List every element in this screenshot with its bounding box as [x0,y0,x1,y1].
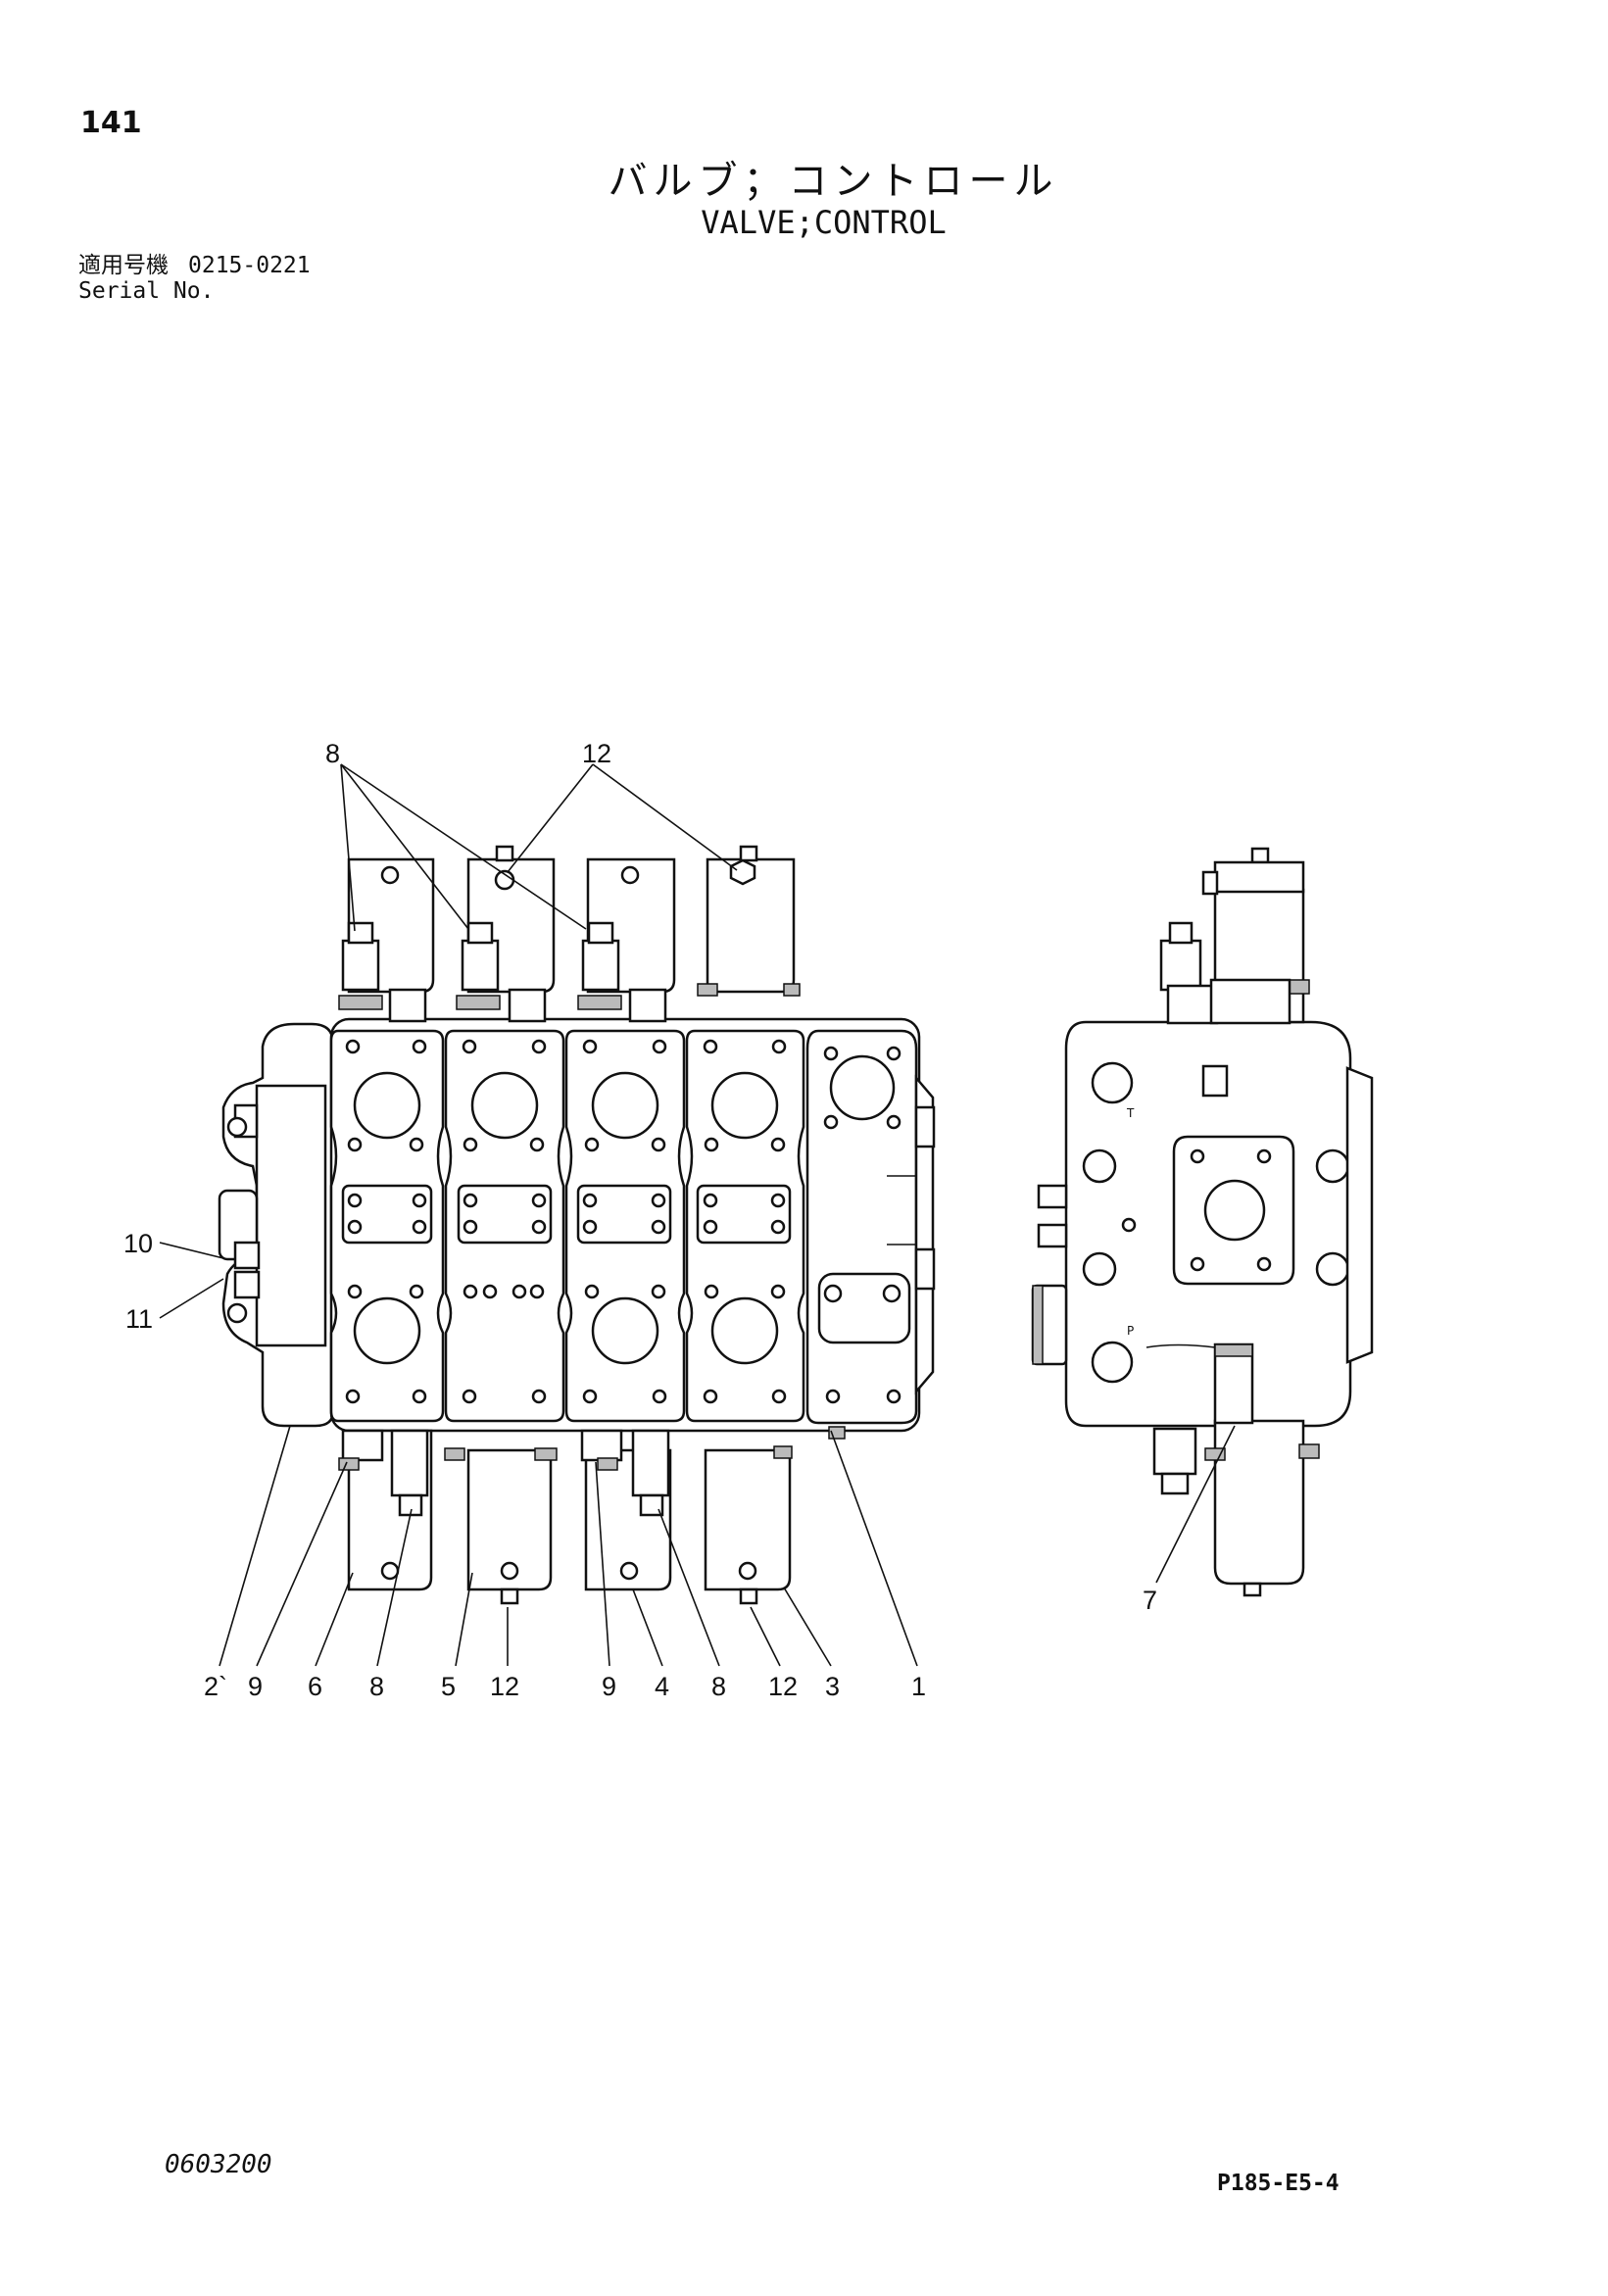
inlet-plug-11 [233,1270,261,1299]
bottom-pilot-caps [338,1426,846,1605]
callout-5: 5 [441,1672,456,1701]
title-japanese: バルブ；コントロール [608,159,1059,204]
callout-1: 1 [911,1672,926,1701]
page-number: 141 [80,106,142,140]
callout-11: 11 [125,1304,153,1334]
callout-10: 10 [123,1229,153,1258]
serial-block: 適用号機 0215-0221 Serial No. [78,253,311,304]
serial-label-japanese: 適用号機 [78,253,169,278]
front-view [218,845,936,1605]
serial-label-english: Serial No. [78,278,215,304]
callout-9b: 9 [602,1672,616,1701]
inlet-bolt-hole [226,1116,248,1138]
inlet-body-inner [255,1084,327,1347]
spool-section-4 [685,1029,805,1423]
callout-2: 2` [204,1672,227,1701]
side-view: T P [1031,847,1374,1597]
callout-7: 7 [1143,1586,1157,1615]
inlet-bolt-hole [226,1302,248,1324]
spool-section-2 [444,1029,565,1423]
callout-3: 3 [825,1672,840,1701]
page-code: P185-E5-4 [1217,2171,1340,2196]
callout-12a: 12 [490,1672,519,1701]
spool-section-1 [329,1029,445,1423]
callout-6: 6 [308,1672,322,1701]
callout-12b: 12 [768,1672,798,1701]
port-label-pump: P [1127,1324,1134,1338]
callout-8-top: 8 [325,739,340,768]
leader-lines [159,763,1236,1667]
inlet-plug-10 [233,1241,261,1270]
document-code: 0603200 [165,2150,272,2179]
title-english: VALVE;CONTROL [701,204,947,241]
side-bottom-cap [1213,1419,1305,1586]
top-relief-valves [338,921,801,1023]
callouts: 8 12 10 11 2` 9 6 8 5 12 9 4 8 12 3 1 7 [123,739,1157,1701]
callout-12-top: 12 [582,739,611,768]
serial-range: 0215-0221 [188,253,311,278]
port-label-tank: T [1126,1106,1135,1120]
spool-section-3 [564,1029,686,1423]
outlet-end-section [805,1029,936,1425]
callout-9a: 9 [248,1672,263,1701]
callout-8b: 8 [711,1672,726,1701]
callout-8a: 8 [369,1672,384,1701]
callout-4: 4 [655,1672,669,1701]
